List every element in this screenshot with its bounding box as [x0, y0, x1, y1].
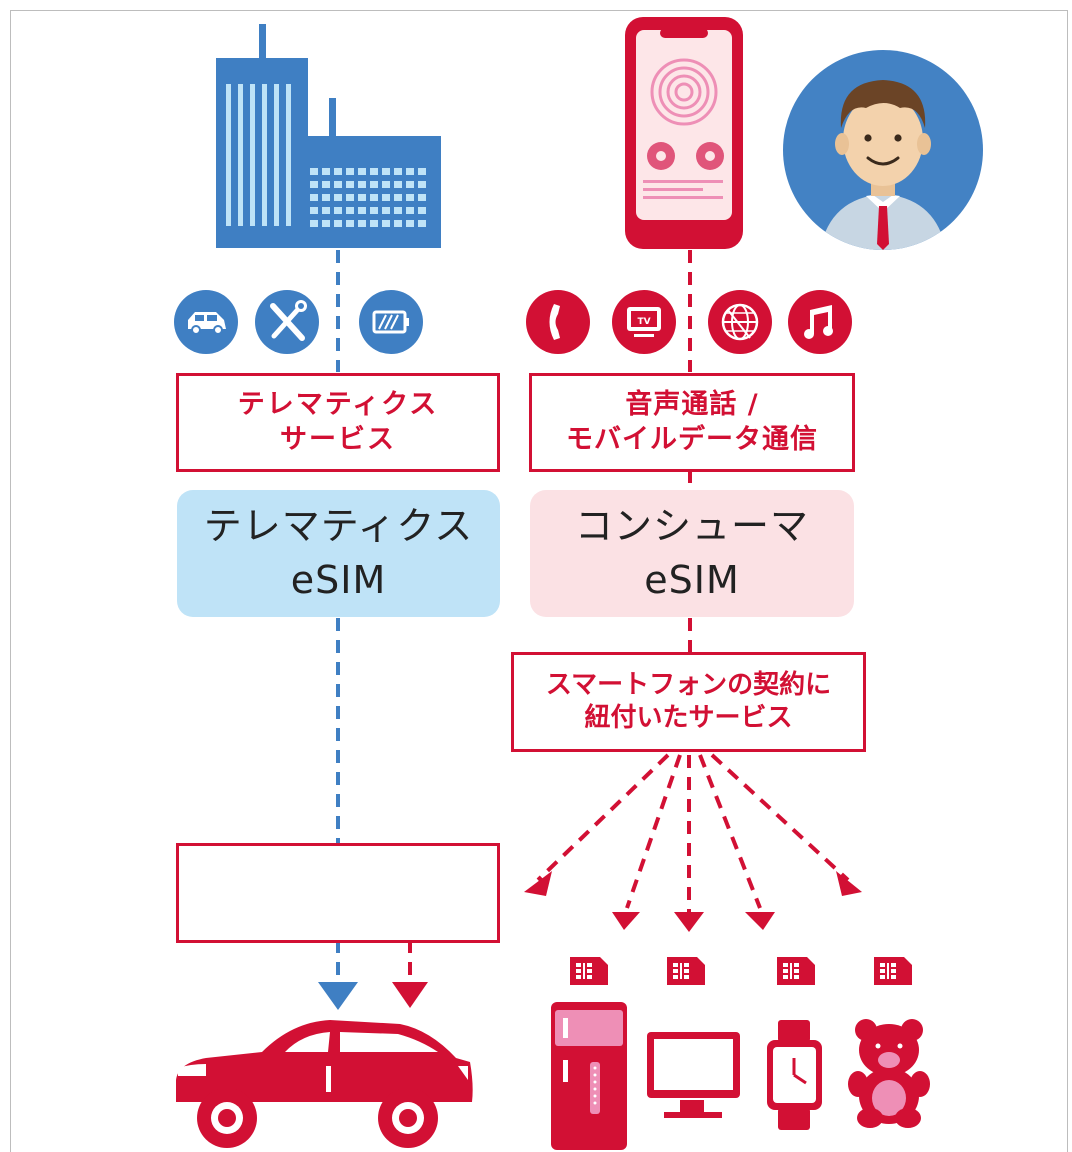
consumer-esim-card: コンシューマ eSIM: [530, 490, 854, 617]
consumer-esim-label-line1: コンシューマ: [574, 503, 809, 548]
tools-icon: [255, 290, 319, 354]
globe-icon: [708, 290, 772, 354]
car-icon: [174, 290, 238, 354]
linked-services-label-line1: スマートフォンの契約に: [545, 669, 832, 700]
car-large-icon: [176, 1020, 473, 1148]
consumer-service-label-line2: モバイルデータ通信: [566, 423, 818, 455]
tv-icon: TV: [612, 290, 676, 354]
fanout-arrowheads: [524, 871, 862, 932]
linked-services-box: スマートフォンの契約に 紐付いたサービス: [511, 652, 866, 752]
sim-card-contacts: [576, 963, 896, 979]
phone-icon: [526, 290, 590, 354]
dual-sim-box: [176, 843, 500, 943]
battery-icon: [359, 290, 423, 354]
monitor-icon: [647, 1032, 740, 1118]
arrow-to-fridge: [625, 754, 682, 909]
telematics-service-box: テレマティクス サービス: [176, 373, 500, 472]
music-icon: [788, 290, 852, 354]
telematics-service-label-line2: サービス: [280, 423, 396, 455]
smartphone-icon: [625, 17, 743, 249]
consumer-esim-label-line2: eSIM: [644, 557, 740, 602]
refrigerator-icon: [551, 1002, 627, 1150]
consumer-connector-line: [408, 250, 692, 985]
teddy-bear-icon: [848, 1019, 930, 1128]
telematics-service-label-line1: テレマティクス: [237, 388, 439, 420]
wristwatch-icon: [767, 1020, 822, 1130]
diagram-frame: [10, 10, 1068, 1152]
sim-card-icon: [570, 957, 912, 985]
office-building-icon: [216, 24, 441, 248]
svg-text:TV: TV: [637, 317, 650, 327]
telematics-down-arrow: [318, 982, 358, 1010]
arrow-to-sim-box: [536, 753, 670, 882]
service-fanout-arrows: [536, 753, 850, 918]
person-avatar-icon: [783, 50, 983, 250]
telematics-esim-card: テレマティクス eSIM: [177, 490, 500, 617]
arrow-to-watch: [698, 754, 762, 909]
linked-services-label-line2: 紐付いたサービス: [584, 703, 793, 733]
telematics-esim-label-line2: eSIM: [290, 557, 387, 602]
arrow-to-bear: [710, 753, 850, 882]
car-red-down-arrow: [392, 982, 428, 1008]
telematics-esim-label-line1: テレマティクス: [203, 503, 474, 548]
consumer-service-label-line1: 音声通話 /: [625, 388, 759, 420]
consumer-service-box: 音声通話 / モバイルデータ通信: [529, 373, 855, 472]
